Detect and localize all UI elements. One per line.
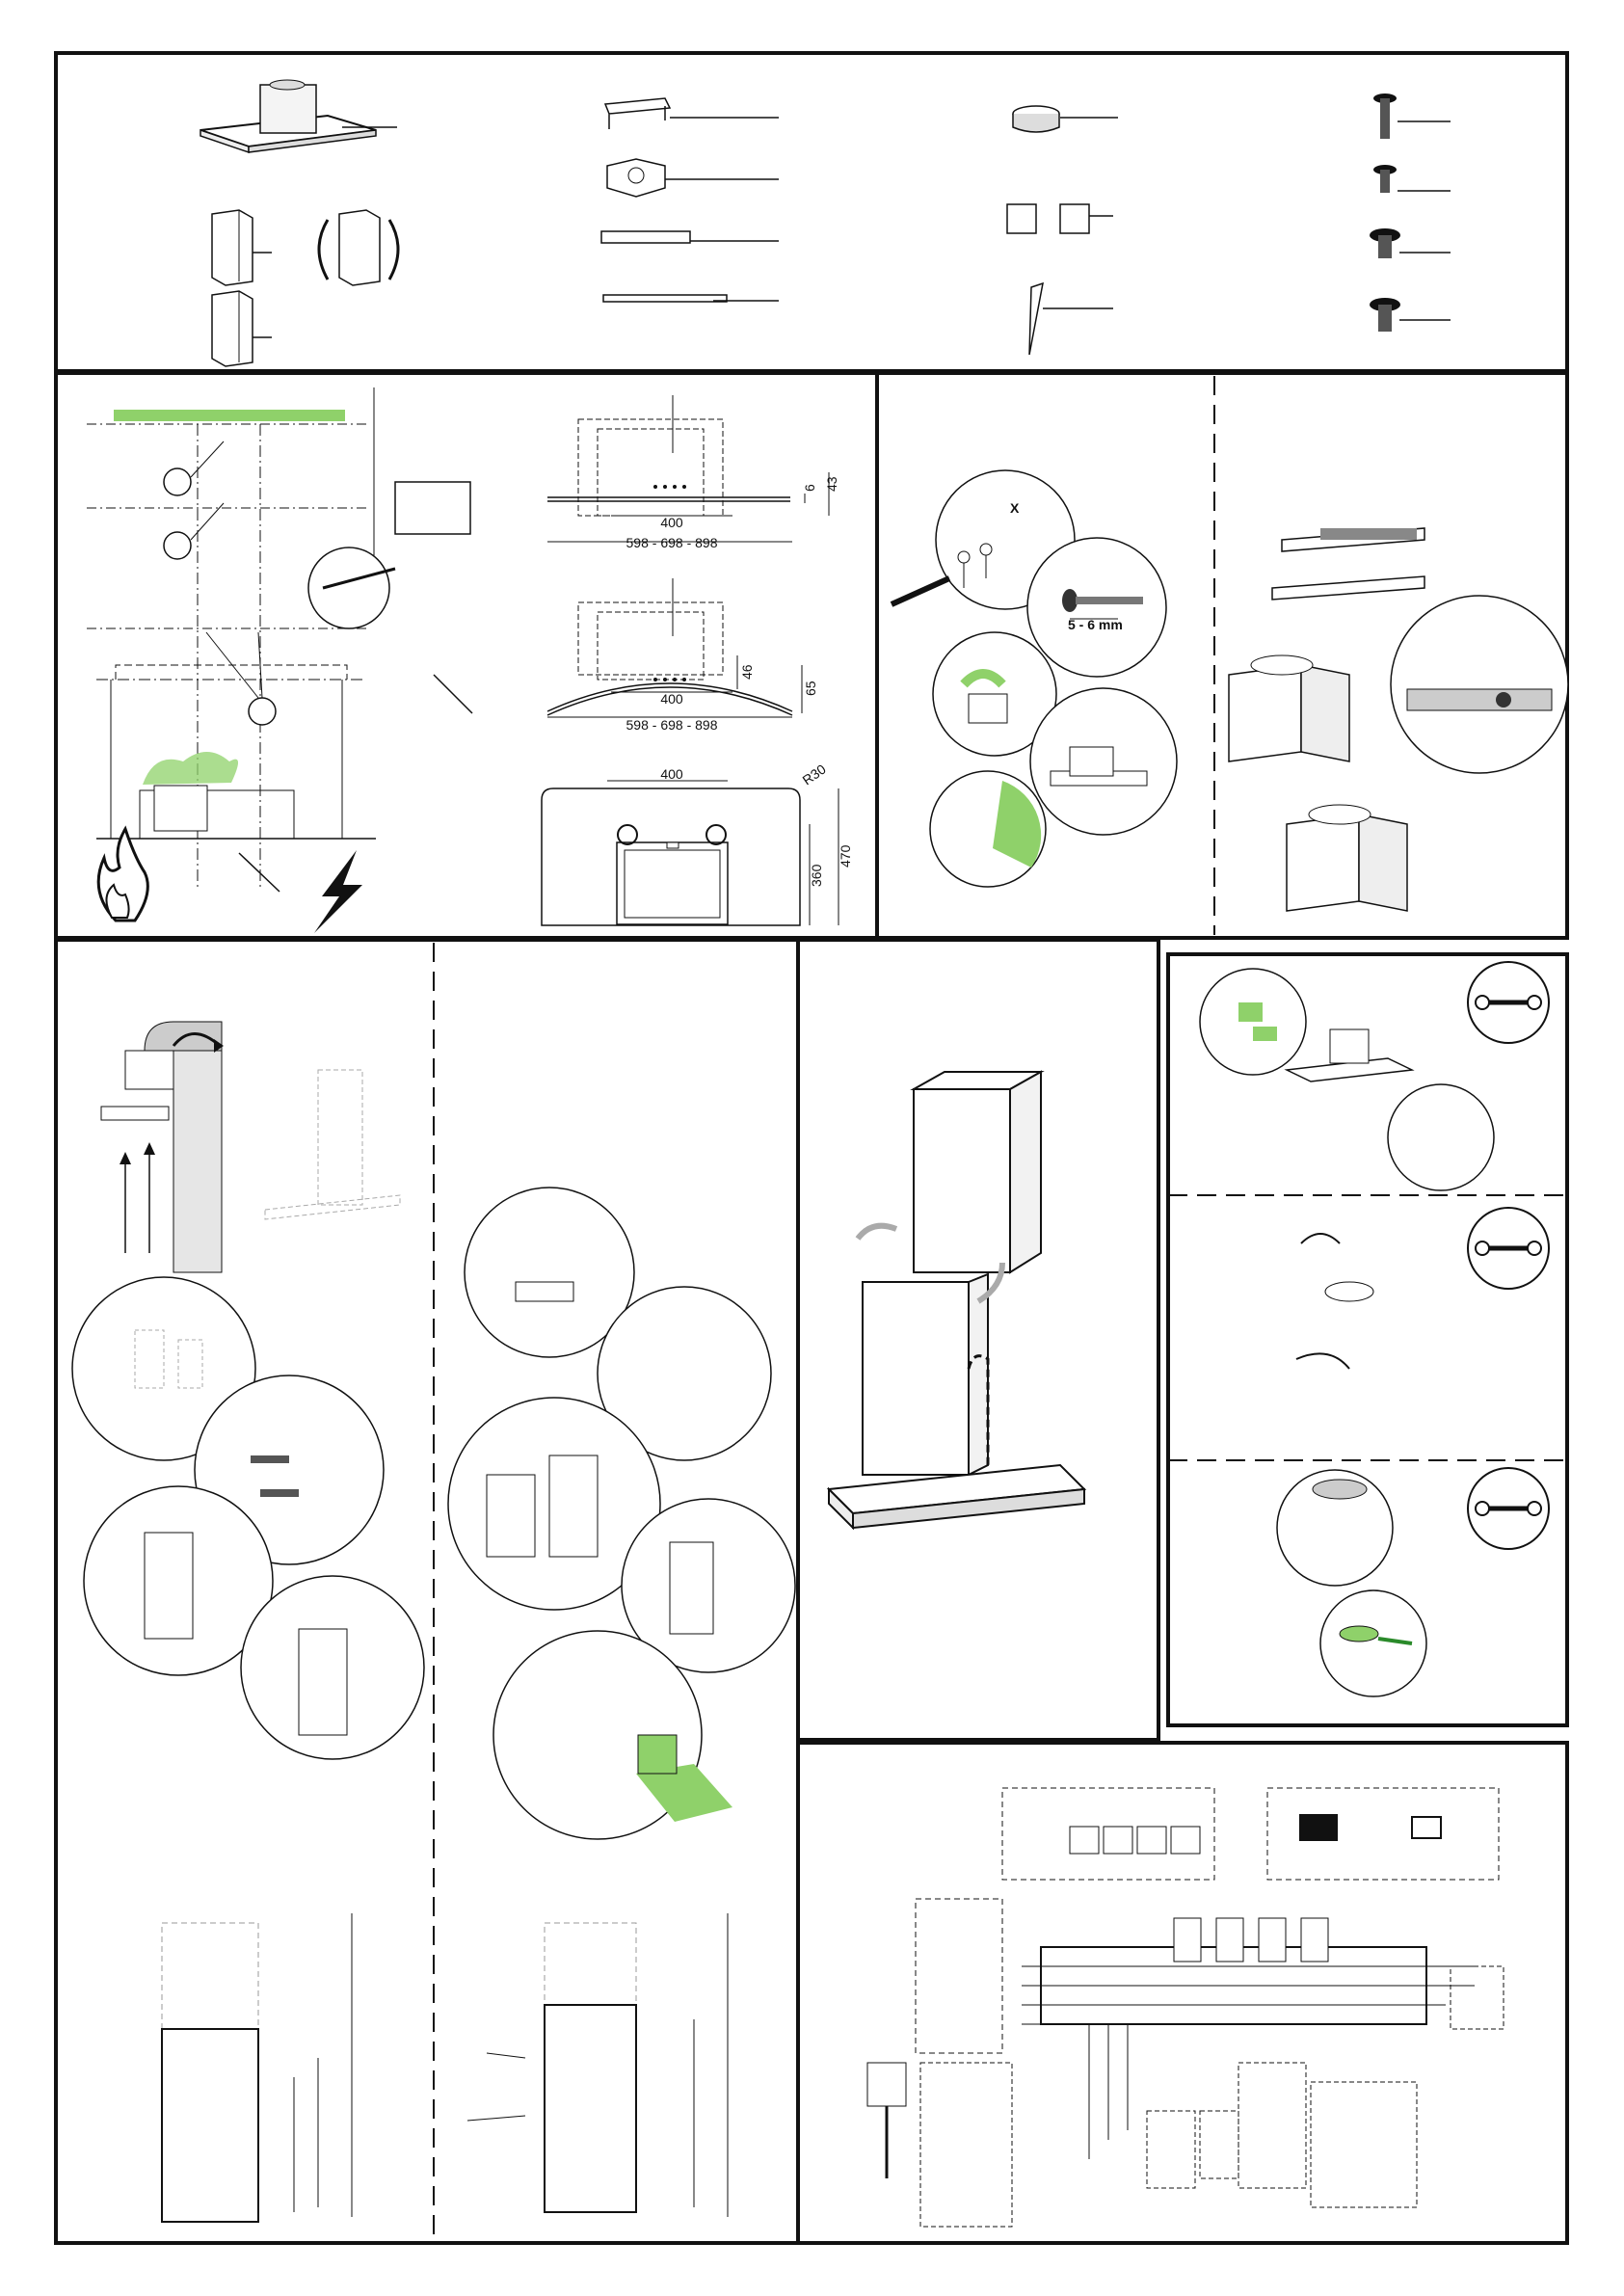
lamp-care — [1277, 1470, 1426, 1696]
wiring-diagram — [867, 1788, 1504, 2227]
lightning-icon — [314, 850, 362, 933]
bracket-parts — [601, 98, 779, 302]
screw-length-label: 5 - 6 mm — [1068, 617, 1123, 632]
ceiling-layout — [87, 387, 472, 892]
wall-plug-part — [1029, 283, 1113, 355]
curved-depth-46: 46 — [739, 664, 755, 680]
flat-canopy-drawing — [547, 395, 829, 542]
screw-detail-circles — [892, 470, 1177, 887]
grease-filter-care — [1200, 969, 1494, 1190]
wrench-icon — [1468, 1468, 1549, 1549]
flat-overall-widths: 598 - 698 - 898 — [626, 535, 718, 550]
flat-depth-6: 6 — [802, 484, 817, 492]
x-mark-label: X — [1010, 500, 1020, 516]
filter-install-circles — [448, 1188, 795, 1839]
chimney-height-right — [467, 1913, 728, 2217]
chimney-part-lower — [212, 291, 272, 366]
top-width-400: 400 — [660, 766, 683, 782]
top-view-drawing — [542, 781, 839, 925]
motor-assembly — [1229, 528, 1568, 911]
screw-parts — [1370, 93, 1451, 332]
height-360: 360 — [809, 864, 824, 887]
curved-overall-widths: 598 - 698 - 898 — [626, 717, 718, 733]
flat-depth-43: 43 — [824, 476, 839, 492]
curved-depth-65: 65 — [803, 681, 818, 696]
layout-section — [56, 373, 877, 938]
ducted-installation — [101, 1022, 224, 1272]
chimney-height-left — [162, 1913, 352, 2222]
curved-width-400: 400 — [660, 691, 683, 707]
height-470: 470 — [838, 844, 853, 868]
chimney-circles-left — [72, 1277, 424, 1759]
flame-icon — [98, 829, 147, 921]
chimney-rotate-part — [319, 210, 398, 285]
flat-width-400: 400 — [660, 515, 683, 530]
chimney-part-upper — [212, 210, 272, 285]
ducted-column-ghost — [265, 1070, 400, 1219]
chimney-assembly-drawing — [829, 1072, 1084, 1528]
hood-canopy-component — [200, 80, 397, 152]
duct-ring-part — [1013, 106, 1118, 132]
carbon-filter-care — [1296, 1234, 1373, 1369]
radius-r30: R30 — [800, 761, 829, 788]
wrench-icon — [1468, 962, 1549, 1043]
wrench-icon — [1468, 1208, 1549, 1289]
wiring-section — [798, 1743, 1567, 2243]
spacer-parts — [1007, 204, 1113, 233]
